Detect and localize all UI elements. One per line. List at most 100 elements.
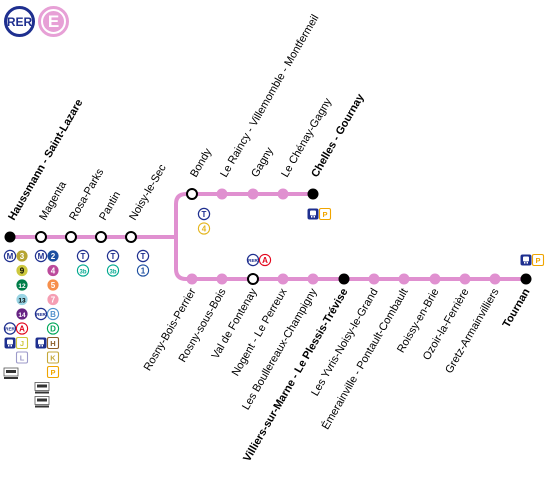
station-haussmann-L-10-icon-text: L xyxy=(20,354,25,363)
station-magenta-2-1-icon: 2 xyxy=(47,250,59,262)
station-chelles-gournay-train-0-icon-wheel-left xyxy=(311,216,313,218)
station-val-de-fontenay-A-1-icon-disc xyxy=(258,253,272,267)
station-haussmann-rer-6-icon-text: RER xyxy=(5,327,15,332)
station-noisy-le-sec-label: Noisy-le-Sec xyxy=(127,162,169,222)
station-chelles-gournay-train-0-icon xyxy=(307,208,319,220)
station-magenta-coach-icon-base xyxy=(35,405,49,408)
station-pantin-3b-1-icon: 3b xyxy=(106,264,120,277)
station-pantin-T-0-icon: T xyxy=(106,249,120,263)
station-magenta-7-4-icon-disc xyxy=(47,293,59,306)
station-magenta-train-8-icon-wheel-right xyxy=(41,345,43,347)
station-les-yvris-stop-marker xyxy=(368,273,380,285)
station-haussmann-L-10-icon-square xyxy=(15,351,29,364)
line-e-badge: E xyxy=(38,6,69,37)
station-chelles-gournay-P-1-icon: P xyxy=(318,207,332,221)
station-magenta-train-8-icon xyxy=(35,337,47,349)
station-magenta-P-11-icon: P xyxy=(46,365,60,379)
station-chelles-gournay-train-0-icon-window xyxy=(310,210,316,216)
station-pantin-T-0-icon-text: T xyxy=(111,252,116,261)
station-noisy-le-sec-1-1-icon: 1 xyxy=(136,264,150,277)
station-magenta-B-6-icon-disc xyxy=(46,307,60,321)
station-magenta-5-3-icon: 5 xyxy=(47,279,59,291)
station-noisy-le-sec-T-0-icon-text: T xyxy=(141,252,146,261)
station-haussmann-metro-0-icon: M xyxy=(3,249,17,263)
station-gretz-armainvilliers-stop-marker xyxy=(489,273,501,285)
station-magenta-metro-0-icon-text: M xyxy=(38,252,45,261)
station-rosny-sous-bois-stop-marker xyxy=(216,273,228,285)
station-haussmann-9-2-icon-text: 9 xyxy=(20,267,25,276)
station-magenta-rer-5-icon-text: RER xyxy=(36,312,46,317)
station-magenta-K-10-icon: K xyxy=(46,351,60,364)
station-magenta-H-9-icon: H xyxy=(46,336,60,350)
station-pantin-T-0-icon-ring xyxy=(106,249,120,263)
station-magenta-train-8-icon-wheel-left xyxy=(39,345,41,347)
station-magenta-2-1-icon-disc xyxy=(47,250,59,262)
station-rosa-parks-T-0-icon-ring xyxy=(76,249,90,263)
station-noisy-le-sec-1-1-icon-disc xyxy=(136,264,150,277)
station-le-raincy-stop-marker xyxy=(216,188,228,200)
station-magenta-H-9-icon-text: H xyxy=(50,339,55,348)
station-magenta-2-1-icon-text: 2 xyxy=(51,252,56,261)
station-ozoir-la-ferriere-stop-marker xyxy=(459,273,471,285)
station-magenta-K-10-icon-square xyxy=(46,351,60,364)
station-chelles-gournay-label: Chelles - Gournay xyxy=(309,91,367,179)
station-magenta-P-11-icon-square xyxy=(46,365,60,379)
station-magenta-7-4-icon: 7 xyxy=(47,293,59,306)
station-haussmann-A-7-icon-disc xyxy=(15,322,29,335)
station-magenta-metro-0-icon: M xyxy=(34,249,48,263)
station-nogent-le-perreux-label: Nogent - Le Perreux xyxy=(230,286,290,378)
tournan-rail xyxy=(174,237,526,281)
station-rosa-parks-3b-1-icon: 3b xyxy=(76,264,90,277)
station-haussmann-3-1-icon-text: 3 xyxy=(20,252,25,261)
station-haussmann-13-4-icon: 13 xyxy=(16,293,28,306)
station-gretz-armainvilliers-label: Gretz-Armainvilliers xyxy=(443,286,502,376)
station-haussmann-12-3-icon-text: 12 xyxy=(18,283,26,290)
station-le-chenay-gagny-stop-marker xyxy=(277,188,289,200)
station-haussmann-9-2-icon-disc xyxy=(16,264,28,277)
station-val-de-fontenay-rer-0-icon: RER xyxy=(246,253,260,267)
station-magenta-B-6-icon-text: B xyxy=(50,310,56,319)
station-magenta-K-10-icon-text: K xyxy=(50,354,56,363)
station-haussmann-metro-0-icon-text: M xyxy=(7,252,14,261)
station-haussmann-rer-6-icon: RER xyxy=(3,322,17,335)
station-noisy-le-sec-1-1-icon-text: 1 xyxy=(141,267,146,276)
rer-network-badge: RER xyxy=(4,6,35,37)
station-bondy-interchange-marker xyxy=(186,188,198,200)
station-chelles-gournay-P-1-icon-text: P xyxy=(322,210,327,219)
station-tournan-P-1-icon-square xyxy=(531,253,545,267)
station-tournan-P-1-icon: P xyxy=(531,253,545,267)
station-magenta-5-3-icon-text: 5 xyxy=(51,281,56,290)
station-rosa-parks-interchange-marker xyxy=(65,231,77,243)
station-rosa-parks-3b-1-icon-text: 3b xyxy=(79,270,86,276)
station-pantin-label: Pantin xyxy=(97,189,123,222)
station-val-de-fontenay-interchange-marker xyxy=(247,273,259,285)
station-bondy-4-1-icon-disc xyxy=(197,222,211,235)
station-magenta-bus-icon xyxy=(34,382,50,394)
station-haussmann-13-4-icon-text: 13 xyxy=(18,298,26,305)
station-haussmann-L-10-icon: L xyxy=(15,351,29,364)
station-haussmann-14-5-icon: 14 xyxy=(16,308,28,320)
station-magenta-bus-icon-base xyxy=(35,391,49,394)
station-rosa-parks-T-0-icon-text: T xyxy=(81,252,86,261)
station-magenta-train-8-icon-window xyxy=(38,339,44,345)
chelles-rail xyxy=(174,192,313,237)
station-pantin-3b-1-icon-text: 3b xyxy=(109,270,116,276)
station-magenta-7-4-icon-text: 7 xyxy=(51,296,56,305)
station-markers xyxy=(4,188,532,285)
station-haussmann-metro-0-icon-ring xyxy=(3,249,17,263)
station-haussmann-J-9-icon-square xyxy=(15,336,29,350)
station-gagny-stop-marker xyxy=(247,188,259,200)
station-haussmann-rer-6-icon-ring xyxy=(3,322,17,335)
station-magenta-label: Magenta xyxy=(37,179,69,223)
station-chelles-gournay-terminus-marker xyxy=(307,188,319,200)
station-bondy-T-0-icon-text: T xyxy=(202,210,207,219)
station-magenta-B-6-icon: B xyxy=(46,307,60,321)
station-noisy-le-sec-T-0-icon: T xyxy=(136,249,150,263)
station-magenta-D-7-icon: D xyxy=(46,322,60,335)
station-haussmann-terminus-marker xyxy=(4,231,16,243)
station-bondy-T-0-icon-ring xyxy=(197,207,211,221)
station-nogent-le-perreux-stop-marker xyxy=(277,273,289,285)
station-magenta-D-7-icon-text: D xyxy=(50,325,56,334)
station-haussmann-9-2-icon: 9 xyxy=(16,264,28,277)
